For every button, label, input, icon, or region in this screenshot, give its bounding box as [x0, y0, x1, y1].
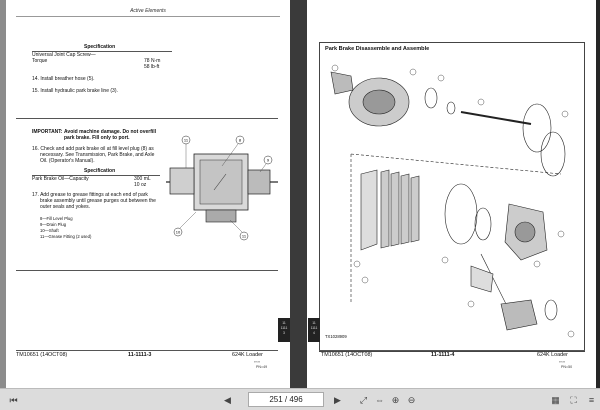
spec-value: 58 lb-ft [144, 64, 160, 70]
page-indicator[interactable]: 251 / 496 [248, 392, 324, 407]
step-17: brake assembly until grease purges out b… [40, 198, 156, 204]
footer-tm: TM10651 (14OCT08) [321, 352, 373, 358]
step-14: 14. Install breather hose (5). [32, 76, 95, 82]
footer-extra: ‹‹‹›› [254, 360, 260, 364]
viewer-toolbar: ⏮ ◀ 251 / 496 ▶ ⤢ ⇔ ⊕ ⊖ ▦ ⛶ ≡ [0, 388, 600, 410]
footer-model: 624K Loader [232, 352, 263, 358]
fit-page-icon[interactable]: ⤢ [359, 395, 368, 405]
important-label: IMPORTANT: [32, 129, 63, 135]
callout-label: 10 [176, 230, 181, 235]
step-17: 17. Add grease to grease fittings at eac… [32, 192, 148, 198]
spec-title: Specification [84, 44, 116, 50]
spec-title: Specification [84, 168, 116, 174]
important-text: Avoid machine damage. Do not overfill [64, 129, 157, 135]
footer-page-number: 11-1111-3 [128, 352, 152, 358]
legend-item: 11—Grease Fitting (2 used) [40, 234, 92, 239]
previous-page-button[interactable]: ◀ [224, 395, 231, 405]
spec-value: 300 mL [134, 176, 151, 182]
exploded-view-illustration [330, 64, 575, 338]
fit-width-icon[interactable]: ⇔ [375, 395, 384, 405]
callout-label: 8 [239, 138, 242, 143]
footer-extra: PN=50 [561, 365, 573, 369]
grid-view-icon[interactable]: ▦ [551, 395, 560, 405]
menu-icon[interactable]: ≡ [588, 395, 595, 405]
callout-circle [235, 135, 245, 145]
callout-circle [181, 135, 191, 145]
legend-item: 10—Shaft [40, 228, 59, 233]
footer-extra: PN=49 [256, 365, 268, 369]
left-page: Active Elements Specification Universal … [6, 0, 290, 388]
spec-line: Universal Joint Cap Screw— [32, 52, 96, 58]
spec-line: Torque [32, 58, 48, 64]
step-16: Oil. (Operator's Manual). [40, 158, 95, 164]
legend-item: 9—Drain Plug [40, 222, 67, 227]
step-16: 16. Check and add park brake oil at fill… [32, 146, 154, 152]
callout-label: 11 [184, 138, 189, 143]
viewer-edge [596, 0, 600, 388]
legend-item: 8—Fill Level Plug [40, 216, 73, 221]
section-tab: 11 1111 4 [308, 318, 320, 342]
first-page-icon[interactable]: ⏮ [9, 395, 18, 405]
footer-tm: TM10651 (14OCT08) [16, 352, 68, 358]
fullscreen-icon[interactable]: ⛶ [570, 395, 577, 405]
callout-circle [173, 227, 183, 237]
page-header: Active Elements [16, 8, 280, 17]
right-page: Park Brake Disassemble and Assemble [307, 0, 596, 388]
zoom-in-icon[interactable]: ⊕ [391, 395, 400, 405]
spec-value: 78 N·m [144, 58, 161, 64]
torque-spec-box: Specification Universal Joint Cap Screw—… [32, 44, 172, 72]
next-page-button[interactable]: ▶ [334, 395, 341, 405]
callout-label: 9 [267, 158, 270, 163]
footer-page-number: 11-1111-4 [431, 352, 455, 358]
section-tab: 11 1111 3 [278, 318, 290, 342]
spec-value: 10 oz [134, 182, 147, 188]
figure-frame [319, 42, 585, 352]
footer-extra: ‹‹‹›› [559, 360, 565, 364]
zoom-out-icon[interactable]: ⊖ [407, 395, 416, 405]
page-gap [290, 0, 307, 388]
step-16: necessary. See Transmission, Park Brake,… [40, 152, 155, 158]
step-17: outer seals and yokes. [40, 204, 91, 210]
callout-label: 11 [242, 234, 247, 239]
important-text: park brake. Fill only to port. [64, 135, 130, 141]
footer-model: 624K Loader [537, 352, 568, 358]
callout-circle [263, 155, 273, 165]
step-15: 15. Install hydraulic park brake line (3… [32, 88, 118, 94]
figure-id: TX1028909 [325, 334, 347, 339]
section-title: Park Brake Disassemble and Assemble [325, 46, 430, 52]
park-brake-illustration: 11 8 9 10 11 [166, 135, 278, 241]
callout-circle [239, 231, 249, 241]
spec-line: Park Brake Oil—Capacity [32, 176, 89, 182]
